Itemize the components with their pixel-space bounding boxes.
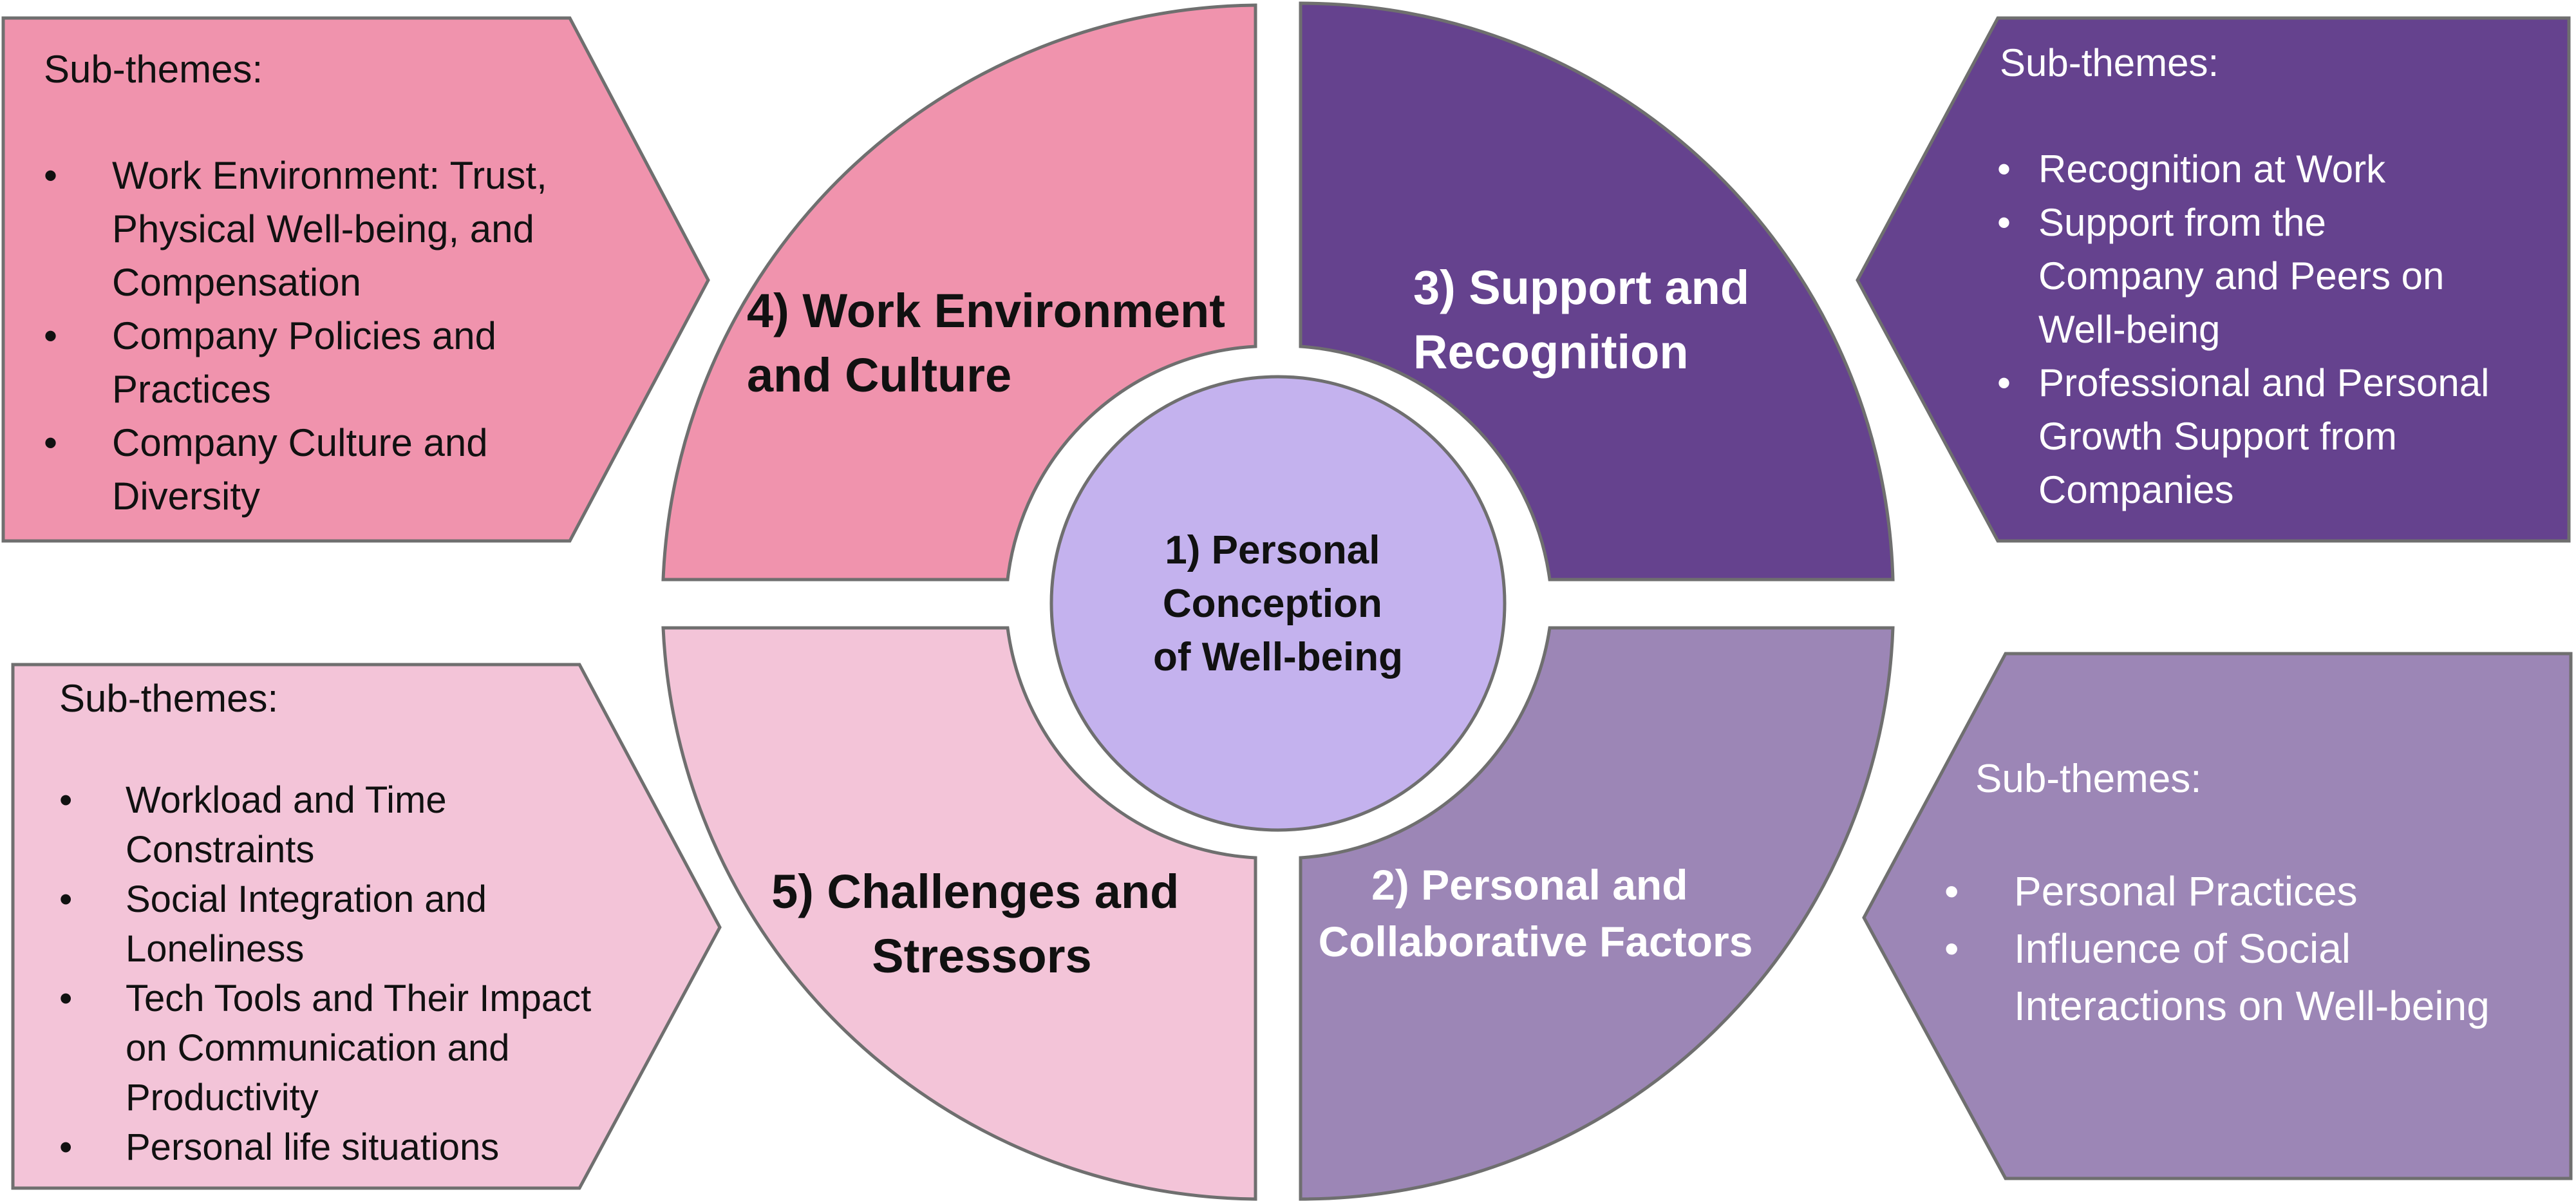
list-item: Influence of Social Interactions on Well… xyxy=(2014,925,2490,1029)
subtheme-box-challenges-stressors xyxy=(11,663,722,1190)
quadrant-challenges-stressors xyxy=(661,626,1257,1201)
bullet-marker: • xyxy=(44,314,57,357)
quadrant-title-challenges-stressors: 5) Challenges and Stressors xyxy=(771,865,1192,983)
quadrant-title-personal-collaborative: 2) Personal and Collaborative Factors xyxy=(1319,861,1753,965)
subtheme-heading-work-environment: Sub-themes: xyxy=(44,48,263,91)
list-item: Company Policies and Practices xyxy=(112,314,507,411)
list-item: Recognition at Work xyxy=(2038,147,2386,191)
list-item: Company Culture and Diversity xyxy=(112,421,498,518)
subtheme-heading-support-recognition: Sub-themes: xyxy=(2000,41,2219,84)
bullet-marker: • xyxy=(1997,361,2011,404)
list-item: Support from the Company and Peers on We… xyxy=(2038,201,2455,351)
quadrant-work-environment xyxy=(661,3,1257,582)
subtheme-heading-challenges-stressors: Sub-themes: xyxy=(59,677,278,720)
bullet-marker: • xyxy=(59,779,72,821)
bullet-marker: • xyxy=(1997,201,2011,244)
subtheme-box-work-environment xyxy=(1,16,710,543)
subtheme-list-work-environment: • Work Environment: Trust, Physical Well… xyxy=(44,154,558,518)
subtheme-heading-personal-collaborative: Sub-themes: xyxy=(1975,757,2202,801)
subtheme-list-support-recognition: • Recognition at Work • Support from the… xyxy=(1997,147,2500,511)
bullet-marker: • xyxy=(59,1126,72,1168)
list-item: Workload and Time Constraints xyxy=(126,779,457,871)
list-item: Tech Tools and Their Impact on Communica… xyxy=(126,978,601,1119)
quadrant-support-recognition xyxy=(1299,1,1895,582)
list-item: Social Integration and Loneliness xyxy=(126,878,497,970)
bullet-marker: • xyxy=(59,878,72,920)
center-title: 1) Personal Conception of Well-being xyxy=(1153,528,1403,679)
center-circle xyxy=(1049,375,1507,832)
bullet-marker: • xyxy=(1997,147,2011,191)
quadrant-title-support-recognition: 3) Support and Recognition xyxy=(1413,261,1763,379)
list-item: Professional and Personal Growth Support… xyxy=(2038,361,2500,511)
bullet-marker: • xyxy=(1944,868,1959,914)
subtheme-list-challenges-stressors: • Workload and Time Constraints • Social… xyxy=(59,779,601,1168)
subtheme-list-personal-collaborative: • Personal Practices • Influence of Soci… xyxy=(1944,868,2490,1029)
subtheme-box-support-recognition xyxy=(1856,16,2571,543)
list-item: Personal life situations xyxy=(126,1126,499,1168)
subtheme-box-personal-collaborative xyxy=(1862,652,2573,1180)
quadrant-personal-collaborative xyxy=(1299,626,1895,1201)
bullet-marker: • xyxy=(1944,925,1959,972)
bullet-marker: • xyxy=(44,421,57,464)
list-item: Work Environment: Trust, Physical Well-b… xyxy=(112,154,558,304)
quadrant-title-work-environment: 4) Work Environment and Culture xyxy=(747,284,1238,402)
bullet-marker: • xyxy=(44,154,57,197)
list-item: Personal Practices xyxy=(2014,868,2358,914)
bullet-marker: • xyxy=(59,978,72,1019)
